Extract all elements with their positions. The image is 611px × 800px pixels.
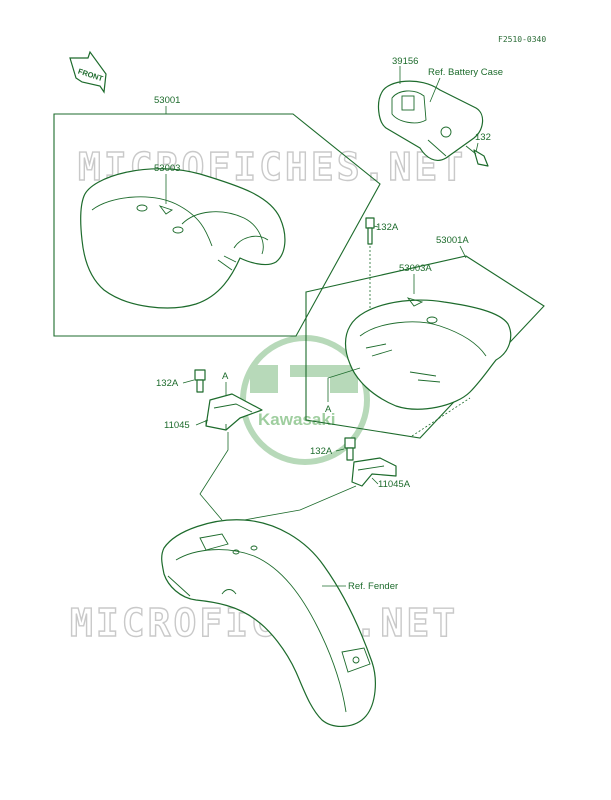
bolt-132a-right: [344, 437, 356, 461]
bracket-11045a: [351, 457, 397, 487]
part-53003a-label: 53003A: [399, 263, 432, 274]
logo-text: Kawasaki: [258, 410, 336, 429]
marker-a-box-label: A: [325, 404, 332, 415]
bracket-11045: [205, 393, 263, 431]
seat-53001a: [344, 297, 512, 410]
part-11045-label: 11045: [164, 420, 190, 431]
part-11045a-label: 11045A: [378, 479, 411, 490]
part-132a-left-label: 132A: [156, 378, 179, 389]
figure-code: F2510-0340: [498, 35, 546, 44]
part-53001-label: 53001: [154, 95, 180, 106]
front-arrow-icon: FRONT: [69, 50, 107, 94]
part-53003-label: 53003: [154, 163, 180, 174]
part-53001a-label: 53001A: [436, 235, 469, 246]
marker-a-top-label: A: [222, 371, 229, 382]
bolt-132a-left: [194, 369, 206, 393]
part-132-label: 132: [475, 132, 491, 143]
part-132a-right-label: 132A: [310, 446, 333, 457]
ref-fender-label: Ref. Fender: [348, 581, 398, 592]
battery-case-assembly: [377, 80, 489, 167]
part-132a-top-label: 132A: [376, 222, 399, 233]
seat-53001: [80, 168, 286, 309]
bolt-132a-top: [365, 217, 375, 245]
ref-battery-case-label: Ref. Battery Case: [428, 67, 503, 78]
rear-fender: [161, 519, 376, 727]
part-39156-label: 39156: [392, 56, 418, 67]
seat-53001-frame: [53, 113, 381, 337]
